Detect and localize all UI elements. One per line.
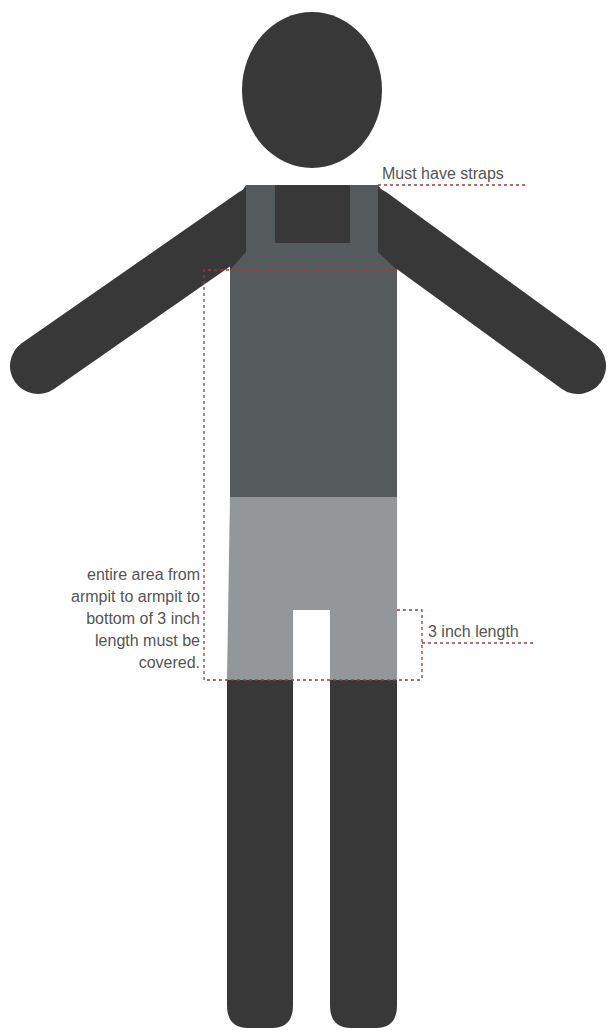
swimsuit-shorts (227, 497, 397, 680)
right-leg (330, 680, 397, 1028)
length-bracket (397, 610, 422, 680)
left-arm (38, 215, 255, 366)
right-arm (370, 215, 578, 366)
leg-gap (293, 610, 330, 681)
head (242, 12, 382, 168)
length-dimension: 3 inch length (428, 621, 548, 643)
length-leader (422, 642, 535, 643)
strap-leader (378, 184, 528, 185)
left-leg (227, 680, 293, 1028)
swimsuit-top (230, 185, 397, 497)
coverage-note: entire area from armpit to armpit to bot… (58, 564, 200, 674)
strap-note: Must have straps (382, 163, 542, 185)
coverage-bracket (204, 270, 422, 680)
